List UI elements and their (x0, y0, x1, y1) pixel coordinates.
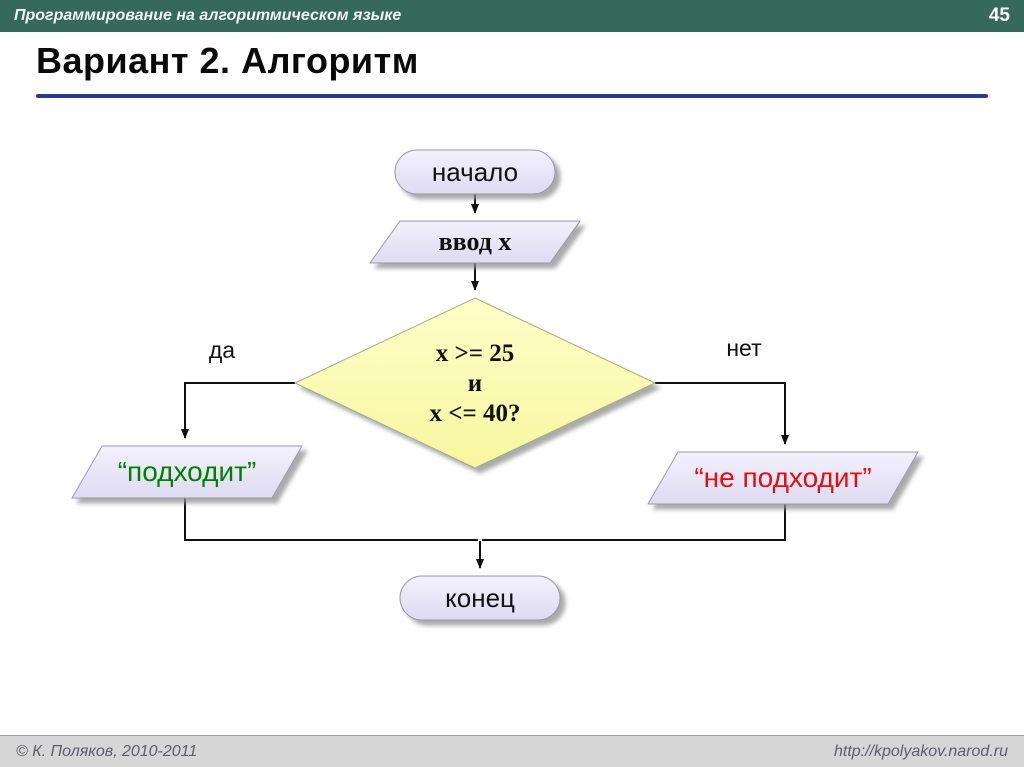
connector-lines (181, 194, 789, 569)
decision-diamond-shape (293, 297, 657, 469)
end-terminator-shape (399, 575, 561, 621)
footer-copyright: © К. Поляков, 2010-2011 (16, 742, 198, 760)
title-underline (36, 94, 988, 98)
no-output-parallelogram-shape (647, 451, 919, 505)
page-number: 45 (988, 5, 1010, 26)
connector-no-branch (655, 382, 789, 445)
header-title: Программирование на алгоритмическом язык… (14, 7, 402, 24)
footer-url: http://kpolyakov.narod.ru (833, 742, 1008, 760)
input-parallelogram-shape (369, 220, 581, 264)
slide-title: Вариант 2. Алгоритм (36, 40, 419, 81)
connector-yes-branch (181, 382, 295, 439)
header-bar: Программирование на алгоритмическом язык… (0, 0, 1024, 32)
footer-bar: © К. Поляков, 2010-2011 http://kpolyakov… (0, 735, 1024, 767)
connector-yes-merge (184, 498, 478, 541)
yes-output-parallelogram-shape (71, 445, 303, 499)
connector-no-merge (482, 504, 786, 541)
start-terminator-shape (394, 149, 556, 195)
